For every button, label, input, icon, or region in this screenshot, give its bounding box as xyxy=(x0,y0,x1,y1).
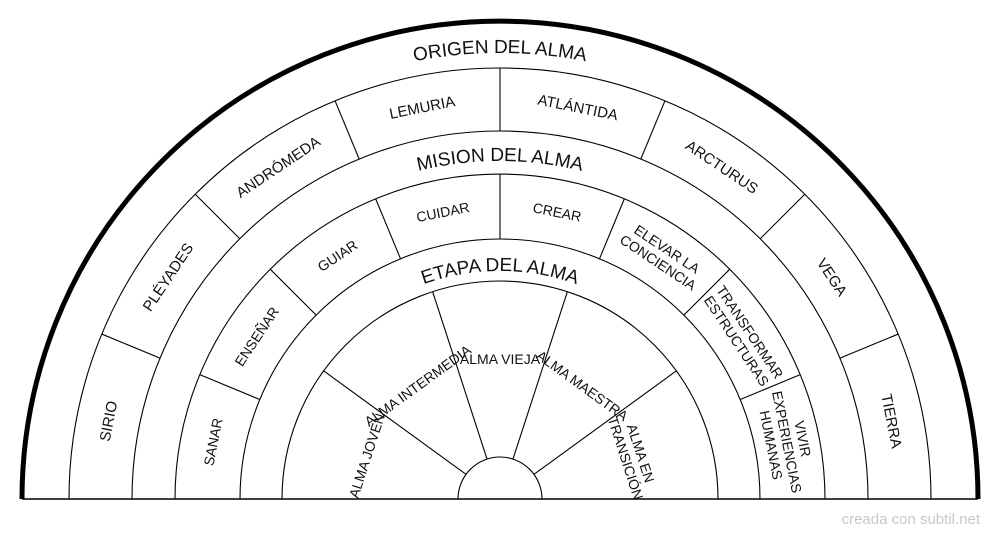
mission-segment-label: VIVIREXPERIENCIASHUMANAS xyxy=(753,386,820,497)
stage-segment-label: ALMA INTERMEDIA xyxy=(361,341,474,429)
mission-ring-title: MISION DEL ALMA xyxy=(415,145,586,176)
mission-segment-label: CREAR xyxy=(532,199,583,224)
mission-segment-label: GUIAR xyxy=(315,237,361,275)
mission-segment-label: ELEVAR LACONCIENCIA xyxy=(617,218,708,294)
origin-segment-label: TIERRA xyxy=(877,393,904,450)
credit-watermark: creada con subtil.net xyxy=(841,511,980,528)
stage-divider-4 xyxy=(533,370,677,475)
stage-divider-1 xyxy=(323,370,467,475)
stage-segment-label: ALMA VIEJA xyxy=(460,351,541,367)
mission-segment-label: ENSEÑAR xyxy=(231,304,282,369)
origin-segment-label: LEMURIA xyxy=(388,93,457,123)
origin-segment-label: ARCTURUS xyxy=(682,137,761,197)
stage-divider-2 xyxy=(432,291,488,460)
origin-divider-3 xyxy=(334,100,360,160)
stage-segment-label: ALMA ENTRANSICIÓN xyxy=(605,410,662,502)
origin-segment-label: ATLÁNTIDA xyxy=(536,92,619,125)
mission-divider-6 xyxy=(683,268,731,316)
stage-divider-3 xyxy=(512,291,568,460)
mission-segment-label: SANAR xyxy=(200,417,225,467)
mission-divider-7 xyxy=(739,374,801,401)
origin-divider-2 xyxy=(194,193,241,240)
origin-divider-1 xyxy=(101,333,161,359)
origin-divider-5 xyxy=(640,100,666,160)
center-hub-arc xyxy=(457,456,543,500)
mission-segment-label: TRANSFORMARESTRUCTURAS xyxy=(700,283,787,391)
mission-divider-5 xyxy=(598,198,625,260)
origin-ring-title: ORIGEN DEL ALMA xyxy=(411,37,589,66)
origin-segment-label: ANDRÓMEDA xyxy=(233,133,323,201)
wheel-lines xyxy=(19,18,981,500)
stage-ring-title: ETAPA DEL ALMA xyxy=(419,255,582,289)
origin-segments-inner-arc xyxy=(131,130,869,500)
mission-divider-3 xyxy=(375,198,402,260)
wheel-labels: ORIGEN DEL ALMA MISION DEL ALMA ETAPA DEL … xyxy=(97,37,905,502)
mission-divider-2 xyxy=(269,268,317,316)
stage-segments-outer-arc xyxy=(281,280,719,500)
origin-segment-label: VEGA xyxy=(813,255,850,299)
mission-segment-label: CUIDAR xyxy=(415,199,471,225)
stage-segment-label: ALMA MAESTRA xyxy=(534,347,632,424)
origin-divider-6 xyxy=(759,193,806,240)
origin-segment-label: SIRIO xyxy=(97,400,122,443)
outer-border-arc xyxy=(19,18,981,500)
mission-segments-inner-arc xyxy=(239,238,761,500)
mission-divider-1 xyxy=(199,374,261,401)
origin-divider-7 xyxy=(839,333,899,359)
